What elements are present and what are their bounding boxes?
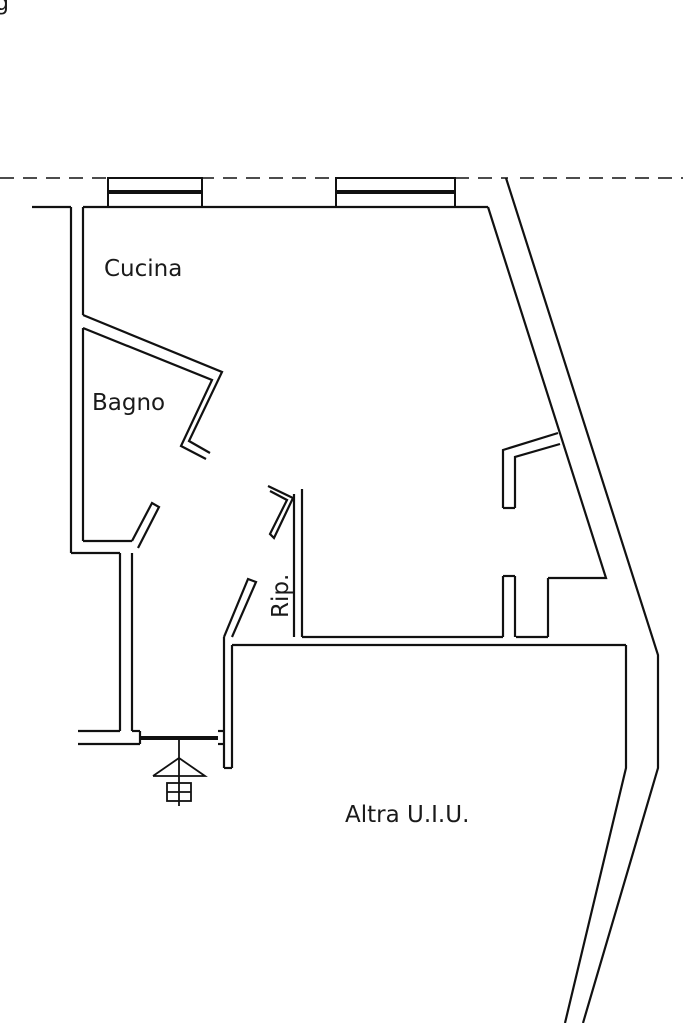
- room-label-cucina: Cucina: [104, 256, 182, 282]
- ripostiglio-walls: [222, 485, 304, 638]
- window-left: [107, 177, 203, 208]
- window-right: [335, 177, 456, 208]
- room-label-ripostiglio: Rip.: [268, 574, 294, 618]
- partition-walls: [218, 578, 628, 770]
- entrance-arrow-icon: [152, 740, 208, 806]
- corner-text: g: [0, 0, 9, 16]
- outer-walls: [32, 177, 660, 1023]
- room-label-altra-uiu: Altra U.I.U.: [345, 802, 469, 828]
- room-label-bagno: Bagno: [92, 390, 165, 416]
- bathroom-walls: [82, 313, 224, 549]
- kitchen-opening: [501, 431, 561, 637]
